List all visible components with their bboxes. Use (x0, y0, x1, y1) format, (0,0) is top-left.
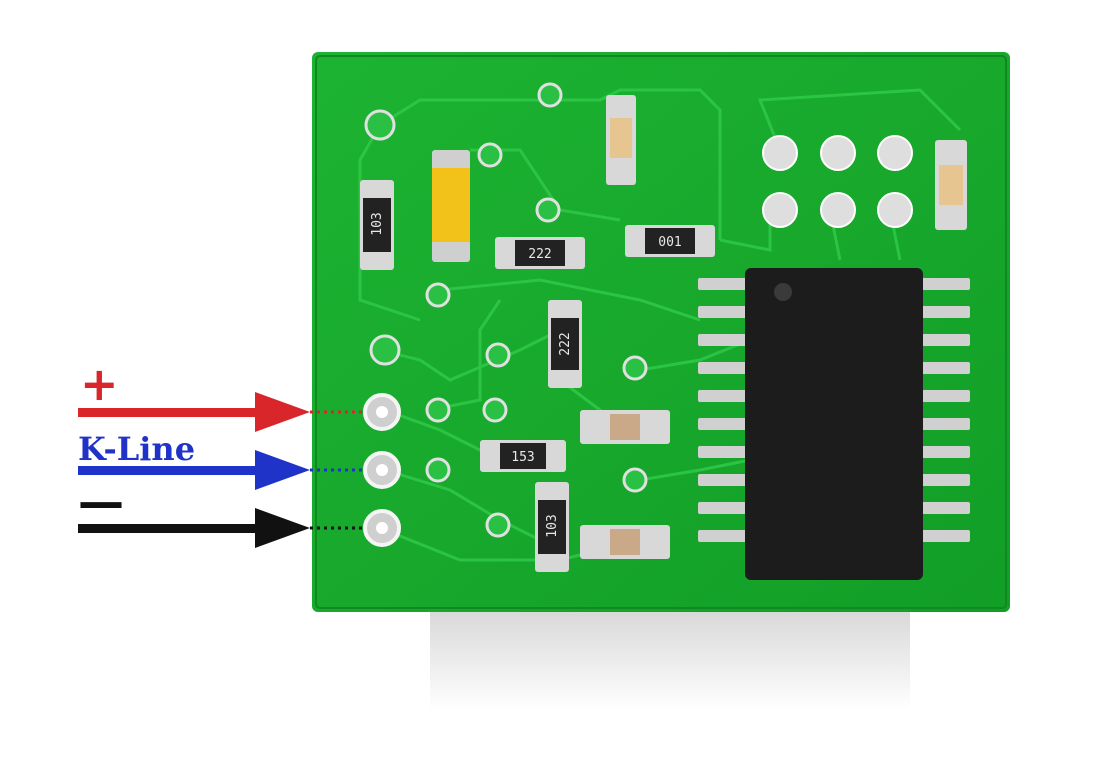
svg-text:222: 222 (528, 247, 551, 262)
svg-text:103: 103 (370, 212, 385, 235)
resistors: 222 001 222 153 103 (360, 180, 715, 572)
label-plus: + (80, 357, 119, 411)
resistor-r6: 103 (535, 482, 569, 572)
ic-pins-left (698, 278, 750, 542)
pcb-board: 222 001 222 153 103 (312, 52, 1010, 612)
resistor-r3: 222 (548, 300, 582, 388)
resistor-r4: 153 (480, 440, 566, 472)
arrow-kline (78, 450, 310, 490)
lead-lines (310, 410, 365, 530)
connector-pins (363, 393, 401, 547)
ic-pin1-dot (774, 283, 792, 301)
arrow-right-icon (255, 450, 310, 490)
svg-text:001: 001 (658, 235, 681, 250)
svg-text:103: 103 (545, 514, 560, 537)
ic-chip (698, 268, 970, 580)
label-minus: — (78, 475, 124, 529)
tantalum-capacitor (432, 150, 470, 262)
resistor-r1: 222 (495, 237, 585, 269)
svg-text:222: 222 (558, 332, 573, 355)
pcb-vias (364, 82, 648, 538)
resistor-r2: 001 (625, 225, 715, 257)
ic-body (745, 268, 923, 580)
ceramic-capacitors (580, 95, 967, 559)
arrow-right-icon (255, 508, 310, 548)
ic-pins-right (918, 278, 970, 542)
board-shadow (430, 610, 910, 710)
label-kline: K-Line (78, 430, 195, 468)
arrow-plus (78, 392, 310, 432)
resistor-r5: 103 (360, 180, 394, 270)
arrow-minus (78, 508, 310, 548)
arrow-right-icon (255, 392, 310, 432)
svg-text:153: 153 (511, 450, 534, 465)
header-pads (762, 135, 913, 228)
